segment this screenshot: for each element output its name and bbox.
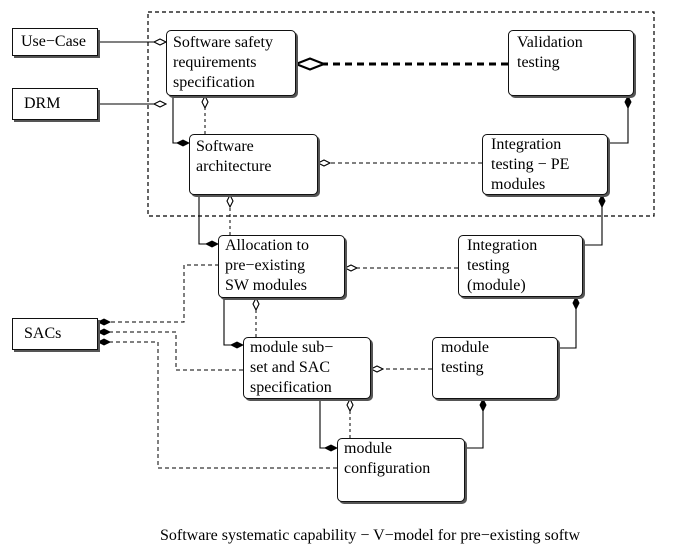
safety-req-line-3: specification — [173, 74, 255, 91]
config-to-sacs-link — [98, 342, 337, 469]
drm-box[interactable]: DRM — [12, 88, 98, 120]
module-config-line-1: module — [344, 440, 392, 457]
module-subset-line-3: specification — [250, 379, 332, 396]
integration-testing-module-node[interactable]: Integration testing (module) — [458, 235, 583, 297]
alloc-to-subset-link — [223, 298, 243, 345]
integration-pe-line-3: modules — [491, 176, 546, 193]
validation-line-2: testing — [517, 54, 560, 71]
validation-testing-node[interactable]: Validation testing — [508, 30, 634, 96]
alloc-to-sacs-link — [98, 264, 219, 322]
module-subset-node[interactable]: module sub− set and SAC specification — [243, 337, 371, 399]
figure-caption: Software systematic capability − V−model… — [160, 527, 581, 544]
module-testing-line-2: testing — [441, 359, 484, 376]
allocation-node[interactable]: Allocation to pre−existing SW modules — [218, 235, 345, 298]
module-subset-line-2: set and SAC — [250, 359, 330, 376]
system-boundary — [147, 11, 655, 217]
integration-module-line-3: (module) — [467, 277, 526, 294]
sacs-box[interactable]: SACs — [12, 318, 98, 350]
module-subset-line-1: module sub− — [250, 339, 334, 356]
module-testing-node[interactable]: module testing — [432, 337, 558, 399]
safety-req-line-2: requirements — [173, 54, 257, 71]
integration-to-pe-link — [583, 195, 602, 246]
integration-testing-pe-node[interactable]: Integration testing − PE modules — [482, 134, 608, 195]
module-configuration-node[interactable]: module configuration — [337, 438, 465, 502]
module-testing-line-1: module — [441, 339, 489, 356]
subset-to-sacs-link — [98, 332, 243, 371]
software-safety-requirements-node[interactable]: Software safety requirements specificati… — [166, 30, 296, 96]
architecture-line-2: architecture — [196, 158, 272, 175]
use-case-label: Use−Case — [21, 33, 87, 50]
pe-to-validation-link — [608, 96, 628, 144]
arch-to-alloc-link — [198, 195, 218, 244]
subset-to-config-link — [319, 399, 337, 448]
module-testing-to-integration-link — [558, 297, 576, 349]
use-case-box[interactable]: Use−Case — [12, 28, 98, 56]
config-to-module-testing-link — [465, 399, 483, 449]
allocation-line-3: SW modules — [225, 277, 307, 294]
drm-label: DRM — [24, 95, 61, 112]
integration-pe-line-1: Integration — [491, 136, 562, 153]
sacs-label: SACs — [24, 325, 62, 342]
validation-line-1: Validation — [517, 34, 583, 51]
allocation-line-1: Allocation to — [225, 237, 309, 254]
module-config-line-2: configuration — [344, 460, 431, 477]
software-architecture-node[interactable]: Software architecture — [189, 134, 318, 195]
integration-module-line-2: testing — [467, 257, 510, 274]
safety-req-line-1: Software safety — [173, 34, 273, 51]
architecture-line-1: Software — [196, 138, 254, 155]
allocation-line-2: pre−existing — [225, 257, 306, 274]
integration-pe-line-2: testing − PE — [491, 156, 570, 173]
req-to-arch-link — [172, 96, 189, 143]
integration-module-line-1: Integration — [467, 237, 538, 254]
